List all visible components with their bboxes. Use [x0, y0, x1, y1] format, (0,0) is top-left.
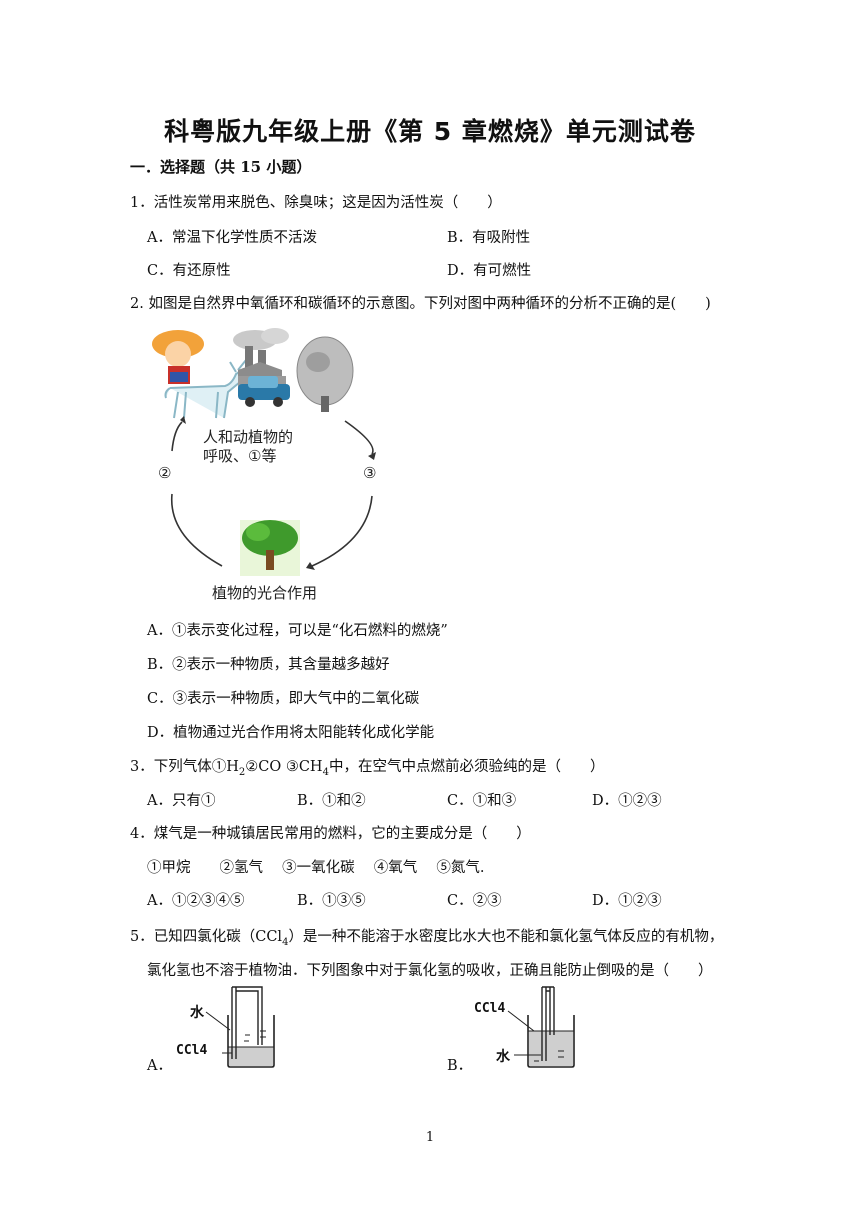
arrow-down-left [311, 495, 373, 567]
q1-option-a: A．常温下化学性质不活泼 [147, 230, 317, 246]
page-number: 1 [425, 1130, 435, 1145]
car-icon [238, 376, 290, 407]
question-1-stem: 1．活性炭常用来脱色、除臭味；这是因为活性炭（ ） [130, 195, 502, 211]
deer-icon [164, 359, 247, 419]
q1-option-d: D．有可燃性 [447, 263, 532, 279]
q4-option-a: A．①②③④⑤ [147, 893, 245, 909]
q4-option-b: B．①③⑤ [297, 893, 366, 909]
tree-green-icon [240, 520, 300, 576]
q2-option-a: A．①表示变化过程，可以是“化石燃料的燃烧” [147, 623, 448, 639]
diagram-top-label-line1: 人和动植物的 [203, 428, 294, 446]
diagram-top-label-line2: 呼吸、①等 [203, 447, 277, 465]
diagram-bottom-label: 植物的光合作用 [212, 584, 318, 602]
question-4-stem: 4．煤气是一种城镇居民常用的燃料，它的主要成分是（ ） [130, 826, 531, 842]
beaker-figure-a: 水 CCl4 [170, 985, 290, 1070]
q2-option-d: D．植物通过光合作用将太阳能转化成化学能 [147, 725, 435, 741]
q4-items: ①甲烷 ②氢气 ③一氧化碳 ④氧气 ⑤氮气. [147, 860, 485, 876]
page-title: 科粤版九年级上册《第 5 章燃烧》单元测试卷 [164, 117, 696, 146]
question-5-stem-line2: 氯化氢也不溶于植物油．下列图象中对于氯化氢的吸收，正确且能防止倒吸的是（ ） [147, 963, 713, 979]
question-3-stem: 3．下列气体①H2②CO ③CH4中，在空气中点燃前必须验纯的是（ ） [130, 755, 604, 778]
fig-a-label-bottom: CCl4 [176, 1043, 208, 1058]
diagram-marker-3: ③ [363, 464, 377, 482]
q5-stem-part-b: ）是一种不能溶于水密度比水大也不能和氯化氢气体反应的有机物， [288, 929, 724, 945]
question-2-stem: 2. 如图是自然界中氧循环和碳循环的示意图。下列对图中两种循环的分析不正确的是(… [130, 296, 711, 312]
q4-option-d: D．①②③ [592, 893, 662, 909]
q3-option-b: B．①和② [297, 793, 366, 809]
q2-option-c: C．③表示一种物质，即大气中的二氧化碳 [147, 691, 420, 707]
section-heading: 一．选择题（共 15 小题） [130, 158, 312, 176]
arrow-up-right [171, 421, 183, 452]
q5-stem-part-a: 5．已知四氯化碳（CCl [130, 929, 283, 945]
child-figure-icon [152, 330, 204, 384]
cycle-diagram: 人和动植物的 呼吸、①等 ② ③ 植物的光合作用 [150, 326, 400, 606]
q5-option-b: B． [447, 1058, 473, 1074]
fig-b-label-bottom: 水 [496, 1049, 510, 1065]
q1-option-b: B．有吸附性 [447, 230, 531, 246]
q5-sub-4: 4 [282, 936, 289, 948]
arrow-down-right [344, 420, 374, 455]
q3-option-a: A．只有① [147, 793, 216, 809]
beaker-figure-b: CCl4 水 [470, 985, 590, 1070]
fig-b-label-top: CCl4 [474, 1001, 506, 1016]
q3-sub-4: 4 [322, 766, 329, 778]
q3-stem-part-c: 中，在空气中点燃前必须验纯的是（ ） [328, 759, 605, 775]
q3-stem-part-b: ②CO ③CH [245, 759, 323, 775]
q4-option-c: C．②③ [447, 893, 502, 909]
q5-option-a: A． [147, 1058, 172, 1074]
q3-option-c: C．①和③ [447, 793, 517, 809]
q1-option-c: C．有还原性 [147, 263, 231, 279]
tree-gray-icon [296, 336, 354, 412]
fig-a-label-top: 水 [190, 1005, 204, 1021]
q3-option-d: D．①②③ [592, 793, 662, 809]
q3-sub-2: 2 [238, 766, 246, 778]
q3-stem-part-a: 3．下列气体①H [130, 759, 239, 775]
arrow-up-left [170, 493, 223, 567]
question-5-stem-line1: 5．已知四氯化碳（CCl4）是一种不能溶于水密度比水大也不能和氯化氢气体反应的有… [130, 925, 723, 948]
diagram-marker-2: ② [158, 464, 172, 482]
q2-option-b: B．②表示一种物质，其含量越多越好 [147, 657, 390, 673]
